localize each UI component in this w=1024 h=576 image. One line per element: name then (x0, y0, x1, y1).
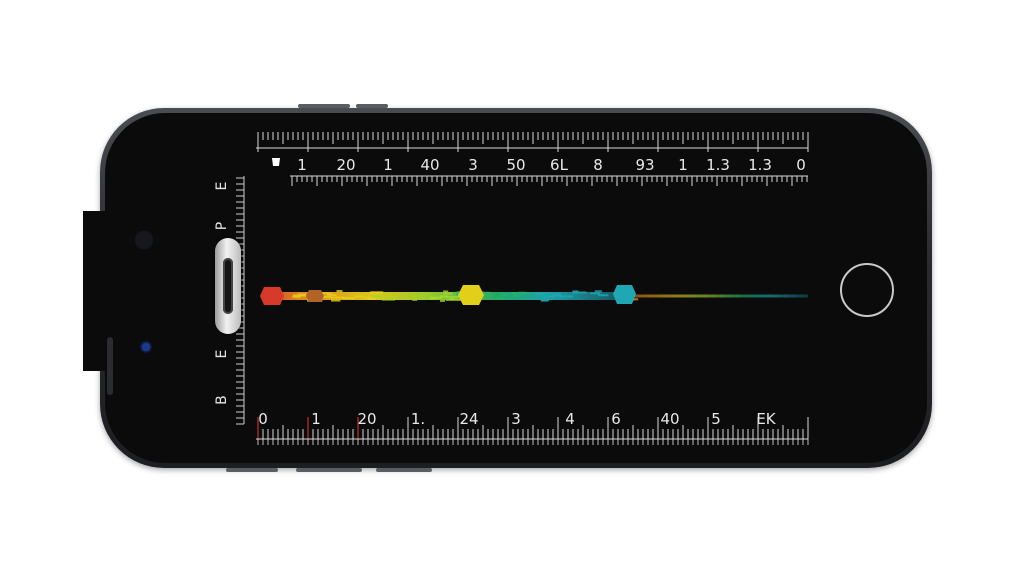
top-ruler-labels: 1 20 1 40 3 50 6L 8 93 1 1.3 1.3 0 (297, 156, 806, 174)
bottom-ruler-label: 6 (611, 410, 621, 428)
level-line-segment (594, 290, 602, 293)
level-line-segment (502, 294, 508, 297)
level-line-segment (368, 297, 376, 300)
bottom-ruler-label: 4 (565, 410, 575, 428)
marker-yellow[interactable] (458, 285, 484, 305)
level-line-segment (316, 295, 332, 298)
level-line-segment (370, 291, 384, 294)
side-ruler-label: P (214, 222, 230, 230)
level-line-segment (514, 292, 529, 295)
phone-notch (83, 211, 141, 395)
slider-handle-icon[interactable] (215, 238, 241, 334)
level-line-segment (330, 296, 346, 299)
top-ruler-label: 1 (383, 156, 393, 174)
marker-orange-small (306, 290, 324, 302)
bottom-ruler-label: 40 (660, 410, 679, 428)
level-line-segment (443, 292, 453, 295)
level-line-segment (552, 293, 561, 296)
top-ruler-label: 40 (420, 156, 439, 174)
phone-top-button-1 (298, 104, 350, 108)
top-ruler-label: 1 (297, 156, 307, 174)
level-line-segment (445, 298, 462, 301)
level-line-segment (533, 292, 546, 295)
slider-handle-slot (223, 258, 233, 314)
top-ruler-label: 0 (796, 156, 806, 174)
front-sensor-icon (135, 231, 153, 249)
level-line-segment (381, 298, 396, 301)
top-ruler-label: 93 (635, 156, 654, 174)
bottom-ruler-label: 3 (511, 410, 521, 428)
phone-bottom-button-2 (296, 468, 362, 472)
level-line-segment (598, 294, 609, 297)
top-ruler-label: 6L (550, 156, 569, 174)
bottom-ruler-labels: 0 1 20 1. 24 3 4 6 40 5 EK (258, 410, 777, 428)
level-line-segment (495, 297, 504, 300)
bottom-ruler-label: 1 (311, 410, 321, 428)
level-line-segment (317, 292, 333, 295)
level-line-segment (336, 290, 343, 293)
bottom-ruler-label: EK (756, 410, 776, 428)
level-line-segment (439, 299, 446, 302)
phone-frame (83, 104, 932, 472)
level-line-tail (622, 294, 808, 298)
top-ruler-label: 1.3 (706, 156, 730, 174)
front-camera-icon (142, 343, 150, 351)
top-ruler-label: 1.3 (748, 156, 772, 174)
bottom-ruler-label: 0 (258, 410, 268, 428)
level-line-segment (480, 291, 491, 294)
bottom-ruler-label: 1. (411, 410, 425, 428)
level-line-segment (541, 299, 550, 302)
marker-red[interactable] (260, 287, 284, 305)
top-ruler-label: 50 (506, 156, 525, 174)
level-line-segment (590, 292, 601, 295)
level-line-segment (544, 295, 556, 298)
top-ruler-label: 20 (336, 156, 355, 174)
level-line-noise (292, 290, 639, 302)
top-ruler-label: 3 (468, 156, 478, 174)
level-line-segment (443, 290, 449, 293)
level-line-segment (513, 294, 519, 297)
marker-teal[interactable] (613, 285, 636, 304)
bottom-ruler-label: 24 (459, 410, 478, 428)
top-ruler-ticks (257, 132, 809, 152)
phone-top-button-2 (356, 104, 388, 108)
level-line-segment (412, 298, 418, 301)
level-line-segment (292, 294, 306, 297)
level-line-segment (354, 295, 364, 298)
phone-bottom-button-3 (376, 468, 432, 472)
bottom-ruler-label: 20 (357, 410, 376, 428)
level-line-segment (572, 290, 579, 293)
level-line-segment (439, 295, 448, 298)
level-line-segment (331, 299, 341, 302)
top-ruler-label: 1 (678, 156, 688, 174)
level-line-segment (431, 297, 442, 300)
level-line-segment (292, 295, 301, 298)
bottom-ruler-label: 5 (711, 410, 721, 428)
level-line-segment (557, 295, 573, 298)
top-ruler-ticks-secondary (291, 176, 808, 186)
phone-bottom-button-1 (226, 468, 278, 472)
level-line-segment (572, 291, 587, 294)
phone-bezel (83, 113, 927, 463)
side-ruler-label: E (214, 350, 230, 359)
top-ruler-label: 8 (593, 156, 603, 174)
side-ruler-labels: E P E B (214, 182, 230, 405)
level-line-segment (445, 295, 460, 298)
caret-icon (272, 158, 280, 166)
level-line-segment (327, 294, 337, 297)
speaker-grille-icon (107, 337, 113, 395)
level-line-segment (393, 296, 398, 299)
side-ruler-label: B (214, 395, 230, 405)
level-line-segment (342, 296, 355, 299)
level-line-segment (372, 295, 383, 298)
level-line-segment (363, 296, 372, 299)
bottom-ruler-ticks (257, 417, 809, 445)
home-button-icon[interactable] (840, 263, 894, 317)
side-ruler-label: E (214, 182, 230, 191)
